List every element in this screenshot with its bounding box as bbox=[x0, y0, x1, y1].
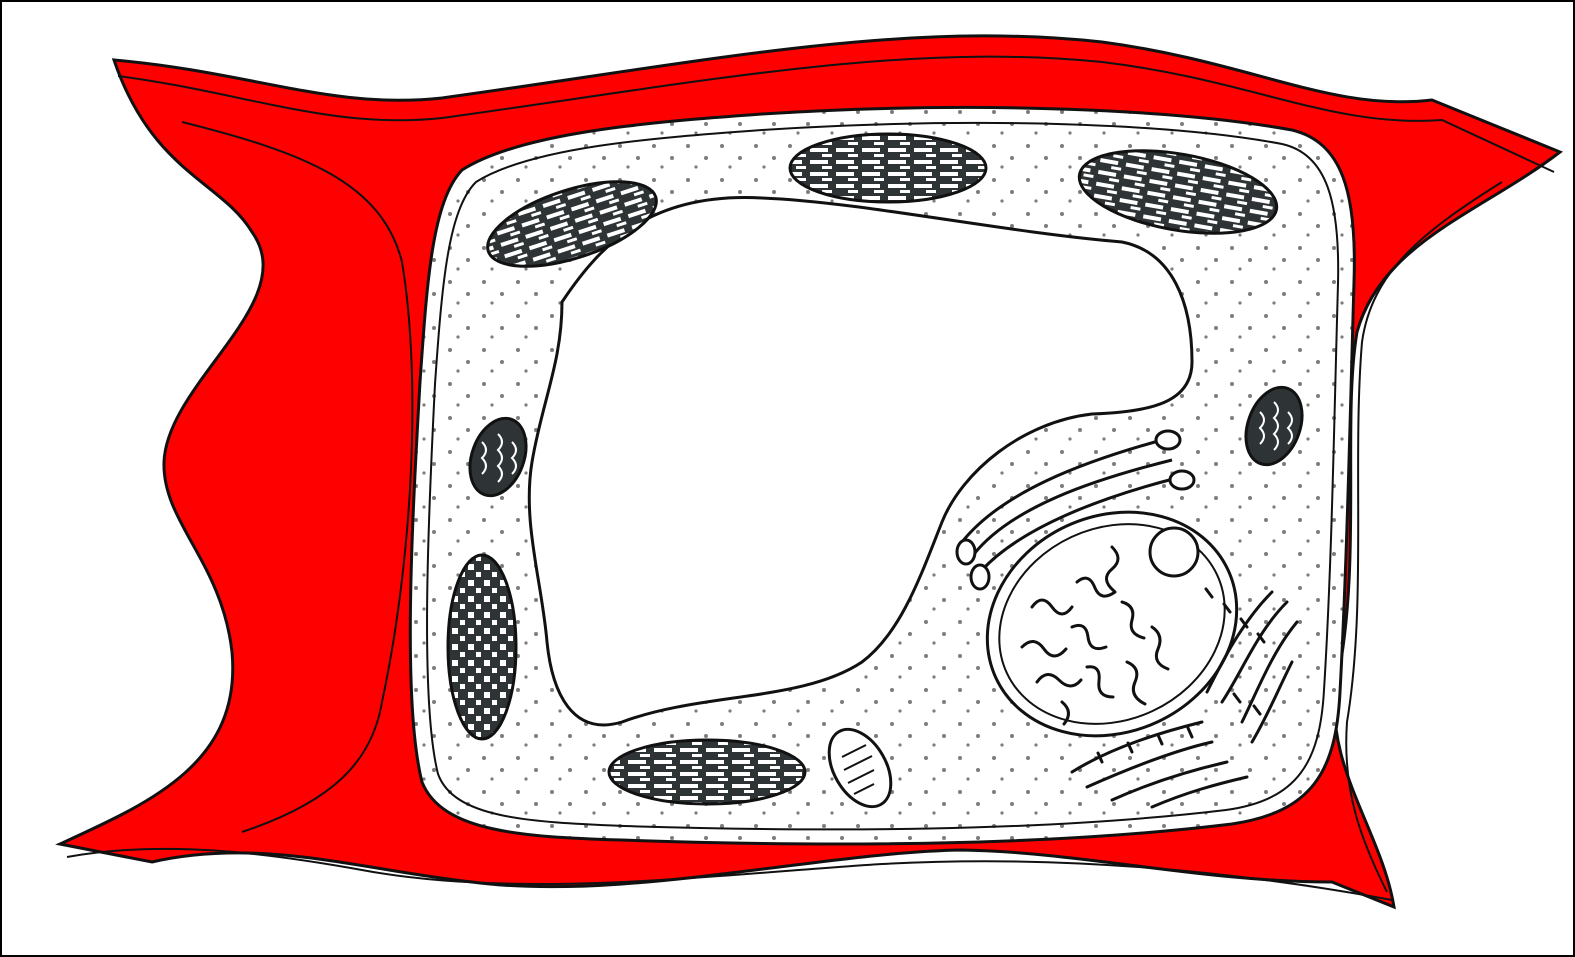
chloroplast bbox=[448, 555, 516, 739]
chloroplast bbox=[790, 134, 986, 202]
chloroplast bbox=[609, 740, 805, 804]
nucleolus bbox=[1150, 528, 1198, 576]
